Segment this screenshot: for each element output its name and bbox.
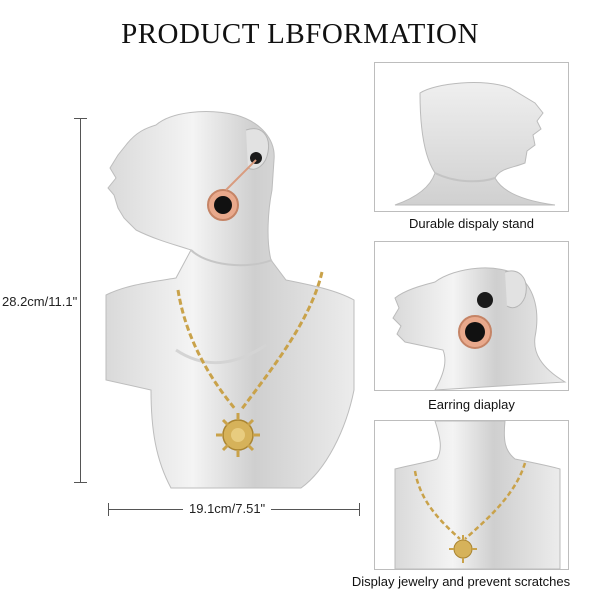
height-dimension-cap-top	[74, 118, 87, 119]
panel-necklace-image	[374, 420, 569, 570]
panel-earring-image	[374, 241, 569, 391]
width-dimension-label: 19.1cm/7.51"	[183, 501, 272, 516]
width-dimension-cap-right	[359, 503, 360, 516]
panel-stand-image	[374, 62, 569, 212]
panel-necklace-caption: Display jewelry and prevent scratches	[351, 574, 571, 589]
panel-earring-caption: Earring diaplay	[428, 397, 515, 412]
panel-stand-caption: Durable dispaly stand	[408, 216, 535, 231]
bust-display-image	[105, 111, 355, 489]
height-dimension-label: 28.2cm/11.1"	[2, 293, 78, 310]
page-title: PRODUCT LBFORMATION	[121, 18, 479, 50]
width-dimension-cap-left	[108, 503, 109, 516]
height-dimension-cap-bottom	[74, 482, 87, 483]
height-dimension-line	[80, 118, 81, 483]
